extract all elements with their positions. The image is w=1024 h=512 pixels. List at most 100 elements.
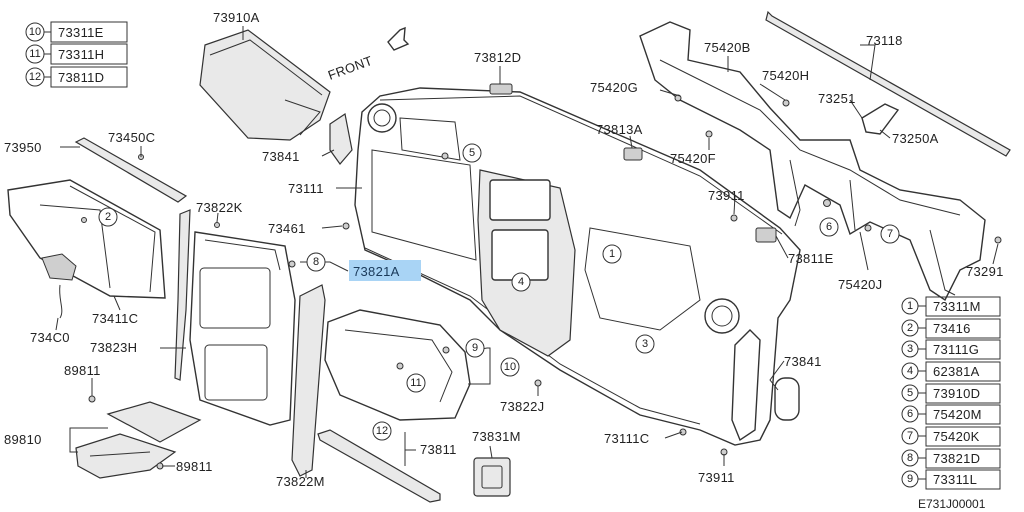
vent-right bbox=[704, 298, 740, 334]
label-75420H: 75420H bbox=[762, 68, 809, 83]
legend-right-code-4: 62381A bbox=[933, 364, 980, 379]
center-stack-slot-a bbox=[489, 179, 551, 221]
label-73811E: 73811E bbox=[788, 251, 834, 266]
legend-right-code-6: 75420M bbox=[933, 407, 982, 422]
svg-text:2: 2 bbox=[105, 211, 111, 223]
clip-73811E bbox=[755, 227, 777, 243]
label-73950: 73950 bbox=[4, 140, 42, 155]
svg-text:9: 9 bbox=[472, 342, 478, 354]
windshield-strip-73118 bbox=[765, 10, 1011, 157]
glovebox-inner-edge bbox=[69, 185, 156, 293]
label-73821A-highlight bbox=[349, 260, 421, 281]
label-73111C: 73111C bbox=[604, 431, 649, 446]
label-75420G: 75420G bbox=[590, 80, 638, 95]
label-89811-top: 89811 bbox=[64, 363, 101, 378]
callout-3: 3 bbox=[635, 334, 655, 354]
legend-right-code-5: 73910D bbox=[933, 386, 980, 401]
side-cover-73841-right bbox=[731, 329, 761, 442]
label-73411C: 73411C bbox=[92, 311, 138, 326]
glovebox-opening bbox=[371, 149, 477, 261]
label-73813A: 73813A bbox=[596, 122, 643, 137]
label-73911-bottom: 73911 bbox=[698, 470, 735, 485]
glovebox-side bbox=[39, 204, 111, 289]
pillar-trim-73822M bbox=[291, 284, 326, 477]
fasteners bbox=[81, 94, 1002, 470]
frame-stay-2 bbox=[849, 179, 856, 231]
svg-text:11: 11 bbox=[410, 377, 421, 389]
pillar-trim-73822K bbox=[174, 209, 191, 381]
vent-left-inner bbox=[373, 109, 391, 127]
dashboard-top-edge bbox=[379, 95, 783, 235]
callout-9: 9 bbox=[465, 338, 485, 358]
svg-text:7: 7 bbox=[887, 228, 893, 240]
label-73250A: 73250A bbox=[892, 131, 939, 146]
callout-7: 7 bbox=[880, 224, 900, 244]
label-75420J: 75420J bbox=[838, 277, 882, 292]
side-cover-73841-right-cap bbox=[774, 377, 800, 421]
label-73400: 734C0 bbox=[30, 330, 70, 345]
cupholder-73831M bbox=[473, 457, 511, 497]
cupholder-inner bbox=[481, 465, 503, 489]
side-duct-73841-left bbox=[329, 113, 353, 165]
label-73823H: 73823H bbox=[90, 340, 137, 355]
svg-text:10: 10 bbox=[504, 361, 516, 373]
tray-89810-upper bbox=[106, 401, 202, 443]
defroster-grille-73812D bbox=[489, 83, 513, 95]
legend-right-num-9: 9 bbox=[907, 473, 913, 485]
svg-text:5: 5 bbox=[469, 147, 475, 159]
label-75420B: 75420B bbox=[704, 40, 751, 55]
legend-right-code-8: 73821D bbox=[933, 451, 980, 466]
label-73811: 73811 bbox=[420, 442, 457, 457]
legend-right-num-2: 2 bbox=[907, 322, 913, 334]
label-73251: 73251 bbox=[818, 91, 856, 106]
legend-top-code-10: 73311E bbox=[58, 25, 104, 40]
label-75420F: 75420F bbox=[670, 151, 716, 166]
frame-right-bracket bbox=[929, 229, 956, 296]
legend-right-num-3: 3 bbox=[907, 343, 913, 355]
airbag-edge bbox=[209, 39, 323, 96]
legend-top-code-12: 73811D bbox=[58, 70, 104, 85]
glovebox-73411C bbox=[7, 179, 166, 299]
svg-text:6: 6 bbox=[826, 221, 832, 233]
glovebox-trim-73450C bbox=[74, 137, 188, 203]
cluster-area bbox=[584, 227, 701, 331]
frame-tube bbox=[659, 59, 961, 216]
label-73450C: 73450C bbox=[108, 130, 155, 145]
svg-text:1: 1 bbox=[609, 248, 615, 260]
legend-right: 1 2 3 4 5 6 7 8 9 73311M 73416 73111G 62… bbox=[901, 296, 1001, 490]
callout-2: 2 bbox=[98, 207, 118, 227]
callout-8: 8 bbox=[306, 252, 326, 272]
label-reference-code: E731J00001 bbox=[918, 497, 986, 511]
callout-12: 12 bbox=[372, 421, 392, 441]
cluster-hood-inner bbox=[344, 329, 453, 403]
label-73911-top: 73911 bbox=[708, 188, 745, 203]
legend-right-num-4: 4 bbox=[907, 365, 913, 377]
legend-right-code-2: 73416 bbox=[933, 321, 971, 336]
dashboard-lower-edge bbox=[364, 247, 701, 425]
svg-text:12: 12 bbox=[376, 425, 388, 437]
glovebox-lock bbox=[41, 253, 77, 281]
upper-left-bracket bbox=[399, 117, 461, 161]
label-89811-bottom: 89811 bbox=[176, 459, 213, 474]
callout-1: 1 bbox=[602, 244, 622, 264]
svg-text:8: 8 bbox=[313, 256, 319, 268]
legend-right-code-9: 73311L bbox=[933, 472, 977, 487]
callout-5: 5 bbox=[462, 143, 482, 163]
label-73841-left: 73841 bbox=[262, 149, 300, 164]
legend-top-num-12: 12 bbox=[29, 71, 41, 83]
label-73111: 73111 bbox=[288, 181, 324, 196]
legend-right-num-7: 7 bbox=[907, 430, 913, 442]
label-73118: 73118 bbox=[866, 33, 903, 48]
vent-right-inner bbox=[711, 305, 733, 327]
callout-10: 10 bbox=[500, 357, 520, 377]
callout-6: 6 bbox=[819, 217, 839, 237]
legend-right-num-6: 6 bbox=[907, 408, 913, 420]
svg-text:3: 3 bbox=[642, 338, 648, 350]
tray-slots bbox=[89, 451, 151, 457]
label-73822K: 73822K bbox=[196, 200, 243, 215]
leader-lines bbox=[55, 26, 999, 478]
label-73841-right: 73841 bbox=[784, 354, 822, 369]
legend-right-code-1: 73311M bbox=[933, 299, 981, 314]
